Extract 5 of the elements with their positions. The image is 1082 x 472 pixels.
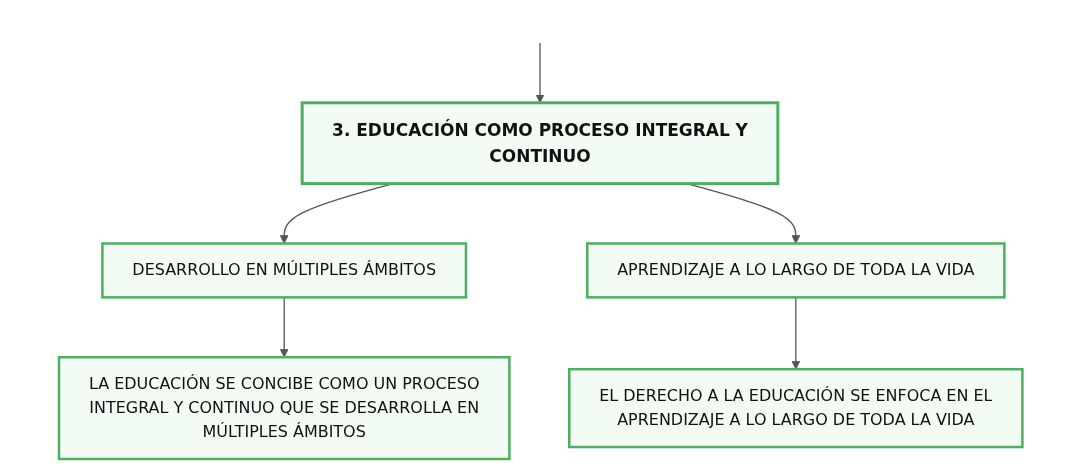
node-box: LA EDUCACIÓN SE CONCIBE COMO UN PROCESO INTEGRAL Y CONTINUO QUE SE DESARROLLA EN MÚLTIPLES ÁMBITOS <box>58 356 511 461</box>
node-box: 3. EDUCACIÓN COMO PROCESO INTEGRAL Y CONTINUO <box>300 101 780 186</box>
node-box: EL DERECHO A LA EDUCACIÓN SE ENFOCA EN EL APRENDIZAJE A LO LARGO DE TODA LA VIDA <box>568 367 1024 449</box>
node-box: APRENDIZAJE A LO LARGO DE TODA LA VIDA <box>586 242 1006 299</box>
node-box: DESARROLLO EN MÚLTIPLES ÁMBITOS <box>101 242 468 299</box>
